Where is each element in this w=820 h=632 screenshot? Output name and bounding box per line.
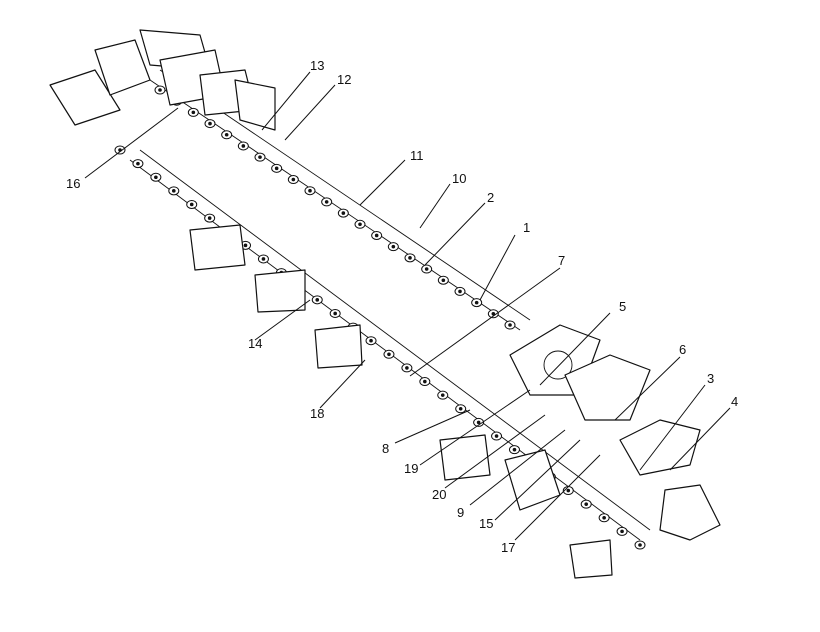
callout-labels: 13 12 11 10 2 1 7 5 6 3 4 16 14 18 8 19 … xyxy=(66,58,738,555)
lower-chain-bolt xyxy=(473,417,485,427)
upper-chain-bolt xyxy=(271,163,283,173)
callout-8: 8 xyxy=(382,441,389,456)
lower-chain-bolt xyxy=(186,199,198,209)
upper-chain-bolt xyxy=(371,230,383,240)
leader-5 xyxy=(539,312,611,386)
leader-3 xyxy=(639,384,706,471)
lower-chain-bolt xyxy=(365,336,377,346)
leader-11 xyxy=(359,159,406,206)
lower-chain-bolt xyxy=(150,172,162,182)
lower-chain-bolt xyxy=(437,390,449,400)
lower-chain-bolt xyxy=(132,159,144,169)
callout-18: 18 xyxy=(310,406,324,421)
upper-chain-bolt xyxy=(254,152,266,162)
leader-14 xyxy=(254,299,311,341)
upper-chain-bolt xyxy=(287,175,299,185)
callout-13: 13 xyxy=(310,58,324,73)
leader-17 xyxy=(514,454,601,541)
leader-19 xyxy=(419,389,531,466)
upper-chain-bolt xyxy=(337,208,349,218)
upper-chain-bolt xyxy=(221,130,233,140)
callout-4: 4 xyxy=(731,394,738,409)
callout-1: 1 xyxy=(523,220,530,235)
lower-chain-bolt xyxy=(508,445,520,455)
lower-chain-bolt xyxy=(634,540,646,550)
callout-7: 7 xyxy=(558,253,565,268)
lower-chain-bolt xyxy=(311,295,323,305)
upper-chain-bolt xyxy=(421,264,433,274)
upper-chain-bolt xyxy=(321,197,333,207)
leader-4 xyxy=(669,407,731,471)
lower-chain-bolt xyxy=(580,499,592,509)
leader-12 xyxy=(284,84,336,141)
callout-9: 9 xyxy=(457,505,464,520)
callout-17: 17 xyxy=(501,540,515,555)
leader-2 xyxy=(424,202,486,266)
upper-chain-bolt xyxy=(487,309,499,319)
parts-layer xyxy=(114,85,646,550)
lower-chain-bolt xyxy=(383,349,395,359)
callout-6: 6 xyxy=(679,342,686,357)
leader-16 xyxy=(84,107,179,179)
lower-chain-bolt xyxy=(114,145,126,155)
lower-chain-bolt xyxy=(491,431,503,441)
lower-chain-bolt xyxy=(329,308,341,318)
upper-chain-bolt xyxy=(154,85,166,95)
right-assembly xyxy=(504,324,721,541)
lower-chain-bolt xyxy=(257,254,269,264)
leader-13 xyxy=(261,71,311,131)
callout-11: 11 xyxy=(410,148,424,163)
callout-10: 10 xyxy=(452,171,466,186)
upper-chain-bolt xyxy=(387,242,399,252)
lower-chain-bolt xyxy=(204,213,216,223)
lower-chain-bolt xyxy=(419,377,431,387)
leader-8 xyxy=(394,409,471,444)
lower-chain-bolt xyxy=(598,513,610,523)
lower-plates xyxy=(189,224,613,579)
leader-6 xyxy=(614,356,681,421)
upper-chain-bolt xyxy=(454,286,466,296)
upper-left-assembly xyxy=(49,29,276,131)
callout-14: 14 xyxy=(248,336,262,351)
lower-chain-bolt xyxy=(168,186,180,196)
leader-lines xyxy=(84,71,731,541)
upper-chain-bolt xyxy=(204,119,216,129)
callout-16: 16 xyxy=(66,176,80,191)
upper-chain-bolt xyxy=(304,186,316,196)
upper-chain-bolt xyxy=(354,219,366,229)
leader-15 xyxy=(494,439,581,521)
callout-3: 3 xyxy=(707,371,714,386)
upper-chain-bolt xyxy=(437,275,449,285)
lower-chain-bolt xyxy=(401,363,413,373)
upper-chain-bolt xyxy=(471,298,483,308)
upper-chain-bolt xyxy=(237,141,249,151)
callout-19: 19 xyxy=(404,461,418,476)
leader-7 xyxy=(409,267,561,377)
leader-1 xyxy=(479,234,516,301)
upper-chain-bolt xyxy=(187,107,199,117)
leader-18 xyxy=(319,359,366,409)
upper-chain-bolt xyxy=(404,253,416,263)
leader-20 xyxy=(444,414,546,489)
callout-20: 20 xyxy=(432,487,446,502)
callout-5: 5 xyxy=(619,299,626,314)
leader-10 xyxy=(419,183,451,229)
lower-chain-bolt xyxy=(616,526,628,536)
upper-chain-bolt xyxy=(504,320,516,330)
callout-2: 2 xyxy=(487,190,494,205)
callout-12: 12 xyxy=(337,72,351,87)
callout-15: 15 xyxy=(479,516,493,531)
lower-chain-bolt xyxy=(455,404,467,414)
leader-9 xyxy=(469,429,566,506)
